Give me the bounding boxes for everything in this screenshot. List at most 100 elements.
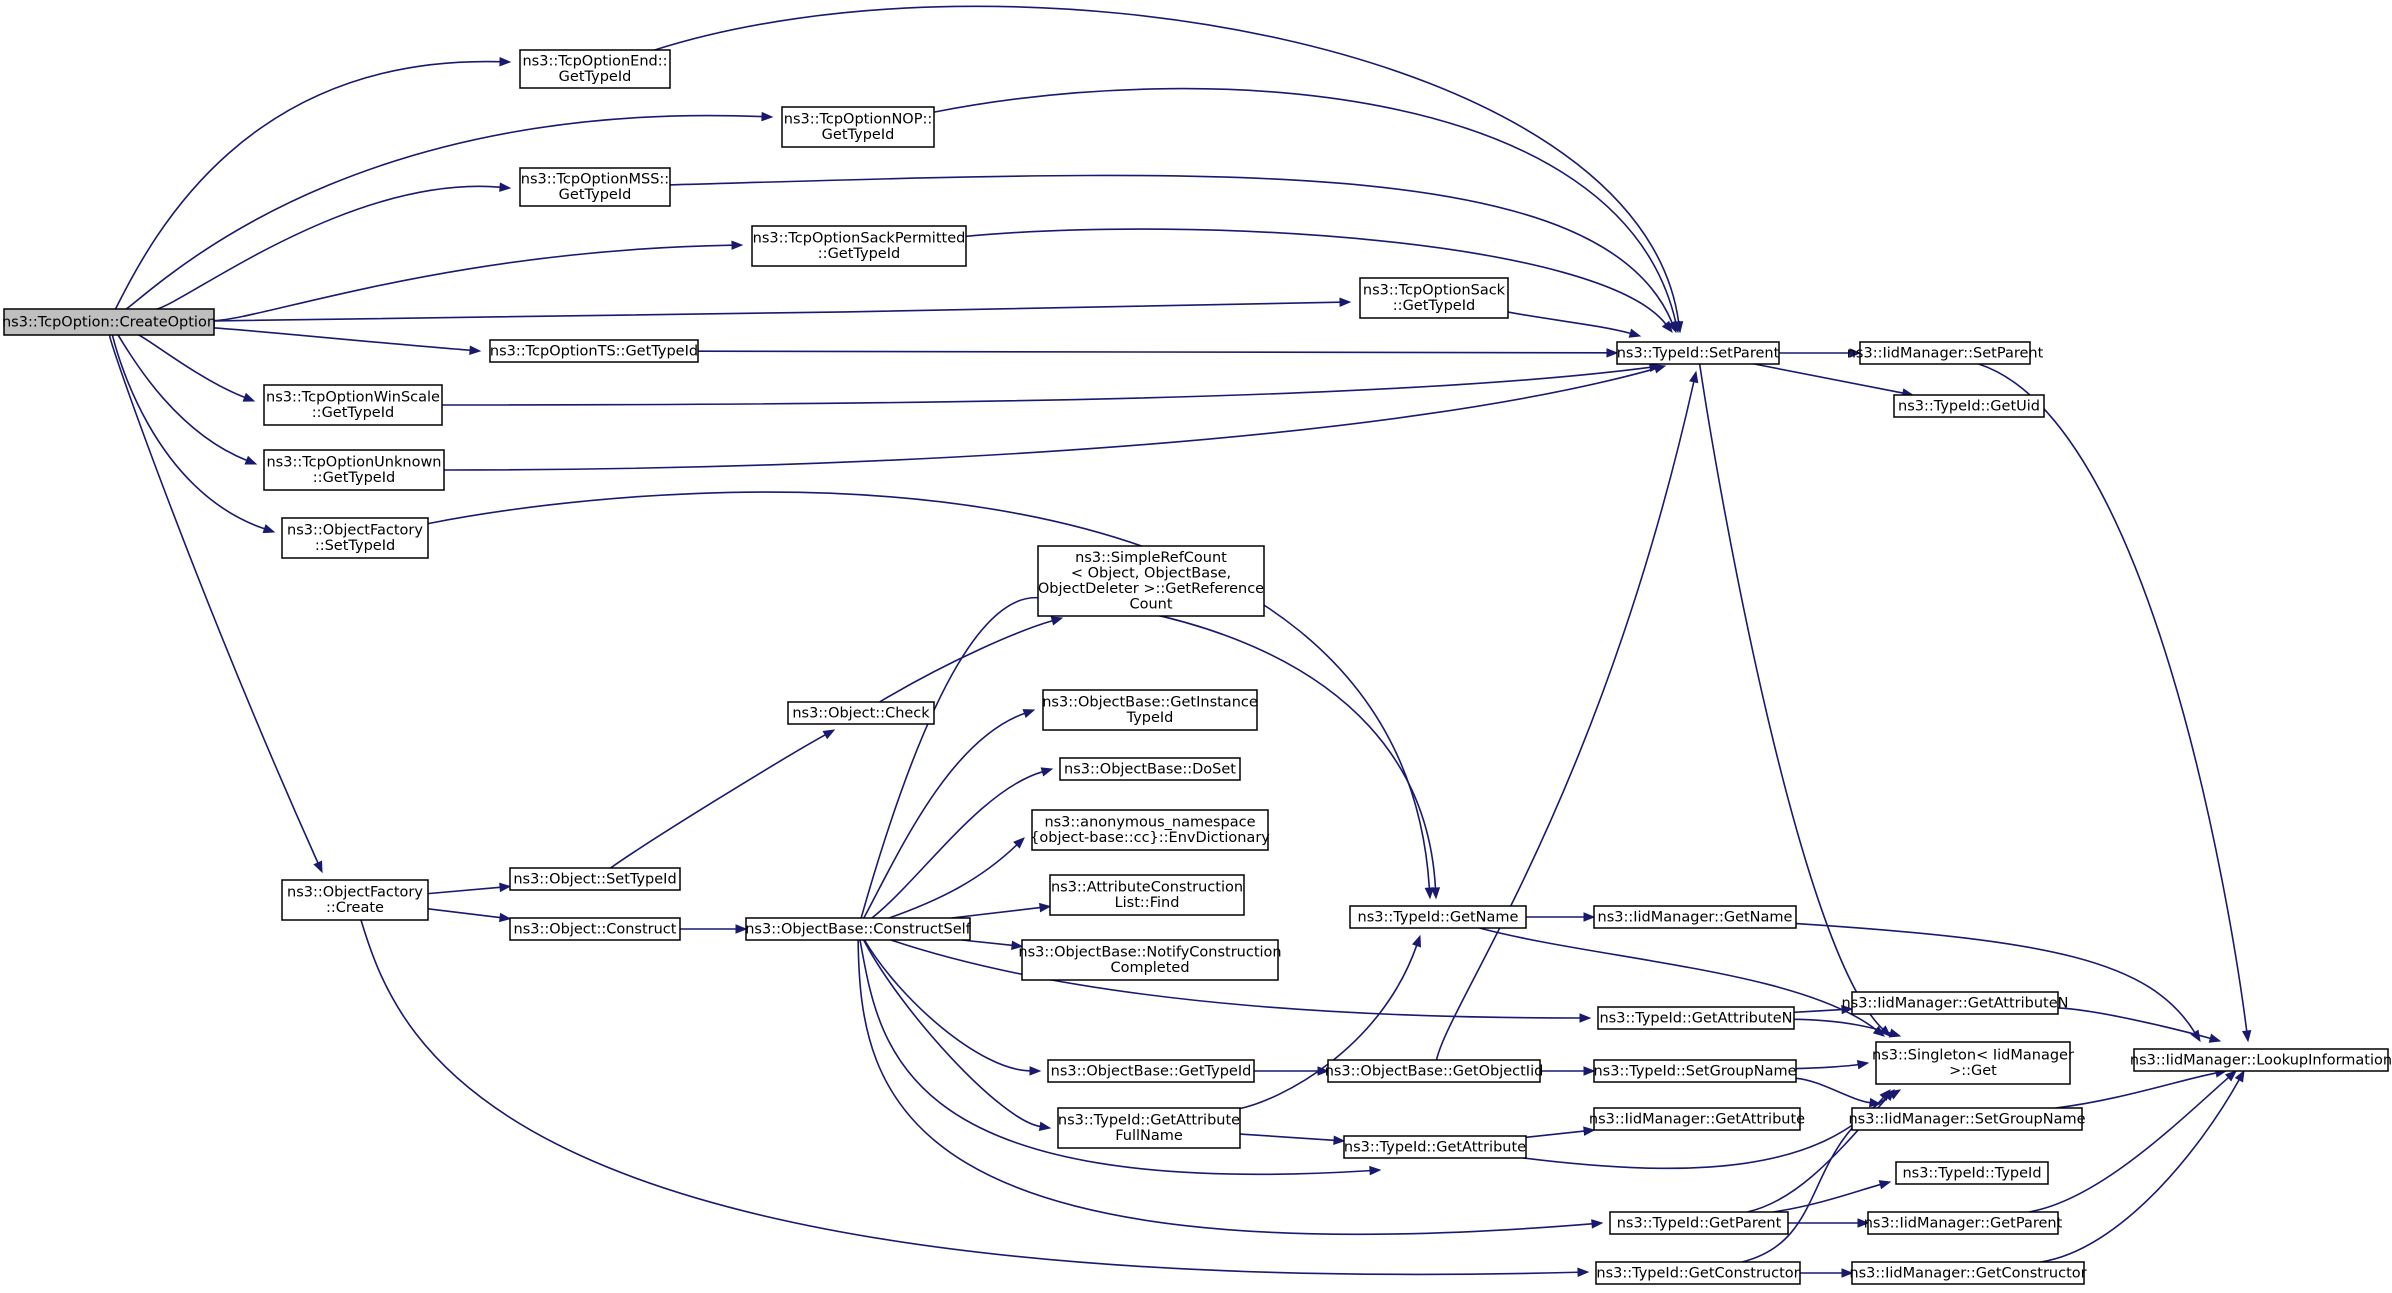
node-label-line: GetTypeId xyxy=(559,69,632,85)
node-box xyxy=(1042,689,1258,731)
node-object-settypeid[interactable]: ns3::Object::SetTypeId xyxy=(509,867,681,891)
arrowhead-icon xyxy=(1667,320,1677,334)
call-edge-create_option-to-of_create xyxy=(108,334,323,874)
node-label-line: ns3::AttributeConstruction xyxy=(1051,880,1243,896)
node-iid-getparent[interactable]: ns3::IidManager::GetParent xyxy=(1864,1211,2063,1235)
node-box xyxy=(3,308,215,336)
node-ts-gettypeid[interactable]: ns3::TcpOptionTS::GetTypeId xyxy=(489,339,699,363)
node-iid-getname[interactable]: ns3::IidManager::GetName xyxy=(1593,905,1797,929)
node-typeid-setparent[interactable]: ns3::TypeId::SetParent xyxy=(1616,341,1780,365)
node-iid-setparent[interactable]: ns3::IidManager::SetParent xyxy=(1847,341,2044,365)
node-label-line: ns3::TcpOptionSackPermitted xyxy=(753,231,966,247)
node-label-line: ns3::Singleton< IidManager xyxy=(1872,1048,2074,1064)
node-label-line: ns3::TypeId::SetGroupName xyxy=(1593,1063,1796,1079)
node-label-line: {object-base::cc}::EnvDictionary xyxy=(1030,830,1270,846)
node-label-line: GetTypeId xyxy=(822,127,895,143)
node-typeid-getname[interactable]: ns3::TypeId::GetName xyxy=(1349,905,1527,929)
node-iid-setgroupname[interactable]: ns3::IidManager::SetGroupName xyxy=(1848,1107,2086,1131)
node-label-line: ns3::TypeId::GetAttributeN xyxy=(1599,1010,1792,1026)
nodes-layer: ns3::TcpOption::CreateOptionns3::TcpOpti… xyxy=(2,49,2392,1285)
node-box xyxy=(1327,1059,1541,1083)
node-ob-getobjectiid[interactable]: ns3::ObjectBase::GetObjectIid xyxy=(1325,1059,1544,1083)
call-edge-typeid_getparent-to-typeid_typeid xyxy=(1772,1180,1892,1213)
node-of-create[interactable]: ns3::ObjectFactory::Create xyxy=(281,879,429,921)
arrowhead-icon xyxy=(1333,1135,1346,1145)
node-label-line: ns3::Object::SetTypeId xyxy=(513,871,676,887)
node-ob-gettypeid[interactable]: ns3::ObjectBase::GetTypeId xyxy=(1047,1059,1255,1083)
call-edge-object_construct-to-ob_constructself xyxy=(680,924,748,934)
node-iid-getattribute[interactable]: ns3::IidManager::GetAttribute xyxy=(1589,1107,1805,1131)
node-label-line: ns3::Object::Construct xyxy=(514,921,677,937)
node-typeid-getparent[interactable]: ns3::TypeId::GetParent xyxy=(1609,1211,1789,1235)
arrowhead-icon xyxy=(1661,320,1673,334)
node-box xyxy=(1047,1059,1255,1083)
node-anon-envdict[interactable]: ns3::anonymous_namespace{object-base::cc… xyxy=(1030,809,1270,851)
node-winscale-gettypeid[interactable]: ns3::TcpOptionWinScale::GetTypeId xyxy=(263,384,443,426)
node-typeid-getuid[interactable]: ns3::TypeId::GetUid xyxy=(1893,394,2045,418)
node-of-settypeid[interactable]: ns3::ObjectFactory::SetTypeId xyxy=(281,517,429,559)
edge-line xyxy=(360,919,1579,1276)
call-edge-ob_constructself-to-acl_find xyxy=(951,902,1052,919)
node-box xyxy=(509,917,681,941)
call-edge-typeid_setparent-to-typeid_getuid xyxy=(1754,363,1915,398)
node-iid-getconstructor[interactable]: ns3::IidManager::GetConstructor xyxy=(1849,1261,2087,1285)
node-label-line: ObjectDeleter >::GetReference xyxy=(1038,581,1264,597)
node-typeid-getattribute[interactable]: ns3::TypeId::GetAttribute xyxy=(1343,1135,1527,1159)
arrowhead-icon xyxy=(2234,1069,2245,1083)
arrowhead-icon xyxy=(1022,709,1036,718)
node-object-construct[interactable]: ns3::Object::Construct xyxy=(509,917,681,941)
node-typeid-setgroupname[interactable]: ns3::TypeId::SetGroupName xyxy=(1593,1059,1797,1083)
node-ob-constructself[interactable]: ns3::ObjectBase::ConstructSelf xyxy=(745,917,972,941)
node-typeid-getattributen[interactable]: ns3::TypeId::GetAttributeN xyxy=(1597,1006,1795,1030)
call-edge-iid_setparent-to-iid_lookup xyxy=(1978,363,2252,1043)
arrowhead-icon xyxy=(1606,348,1619,358)
call-edge-ob_getobjectiid-to-typeid_setparent xyxy=(1435,370,1699,1061)
node-end-gettypeid[interactable]: ns3::TcpOptionEnd::GetTypeId xyxy=(519,49,671,89)
node-label-line: ns3::ObjectBase::GetObjectIid xyxy=(1325,1063,1544,1079)
arrowhead-icon xyxy=(262,524,276,534)
node-label-line: Completed xyxy=(1110,960,1189,976)
arrowhead-icon xyxy=(1856,1060,1870,1070)
edge-line xyxy=(888,844,1018,919)
node-iid-getattributen[interactable]: ns3::IidManager::GetAttributeN xyxy=(1841,991,2069,1015)
arrowhead-icon xyxy=(313,860,323,874)
node-typeid-getconstructor[interactable]: ns3::TypeId::GetConstructor xyxy=(1595,1261,1801,1285)
node-label-line: ns3::TypeId::TypeId xyxy=(1902,1165,2041,1181)
edge-line xyxy=(961,939,1013,947)
node-label-line: ns3::TypeId::GetParent xyxy=(1617,1215,1782,1231)
edge-line xyxy=(213,244,733,322)
call-edge-create_option-to-sackperm_gettypeid xyxy=(213,240,744,322)
call-edge-create_option-to-unknown_gettypeid xyxy=(117,334,258,465)
node-mss-gettypeid[interactable]: ns3::TcpOptionMSS::GetTypeId xyxy=(519,167,671,207)
node-sackperm-gettypeid[interactable]: ns3::TcpOptionSackPermitted::GetTypeId xyxy=(751,225,967,267)
node-iid-lookup[interactable]: ns3::IidManager::LookupInformation xyxy=(2130,1048,2392,1072)
node-nop-gettypeid[interactable]: ns3::TcpOptionNOP::GetTypeId xyxy=(781,106,935,148)
arrowhead-icon xyxy=(1579,1013,1592,1023)
node-label-line: ::GetTypeId xyxy=(818,246,900,262)
node-label-line: ns3::TcpOptionNOP:: xyxy=(784,112,932,128)
node-box xyxy=(1593,1059,1797,1083)
node-label-line: ns3::IidManager::LookupInformation xyxy=(2130,1052,2392,1068)
node-ob-notify[interactable]: ns3::ObjectBase::NotifyConstructionCompl… xyxy=(1018,939,1282,981)
node-typeid-typeid[interactable]: ns3::TypeId::TypeId xyxy=(1895,1161,2049,1185)
node-unknown-gettypeid[interactable]: ns3::TcpOptionUnknown::GetTypeId xyxy=(263,449,445,491)
node-singleton-get[interactable]: ns3::Singleton< IidManager >::Get xyxy=(1872,1041,2074,1085)
node-object-check[interactable]: ns3::Object::Check xyxy=(787,701,935,725)
arrowhead-icon xyxy=(2241,1029,2252,1043)
node-box xyxy=(1037,545,1265,617)
node-box xyxy=(1021,939,1279,981)
edge-line xyxy=(125,114,763,310)
arrowhead-icon xyxy=(1888,1089,1902,1100)
node-sack-gettypeid[interactable]: ns3::TcpOptionSack::GetTypeId xyxy=(1359,277,1509,319)
node-box xyxy=(263,384,443,426)
arrowhead-icon xyxy=(1653,364,1667,374)
node-ob-doset[interactable]: ns3::ObjectBase::DoSet xyxy=(1059,757,1241,781)
node-label-line: ns3::ObjectBase::GetTypeId xyxy=(1051,1063,1252,1079)
arrowhead-icon xyxy=(1689,370,1699,384)
node-simplerefcount[interactable]: ns3::SimpleRefCount< Object, ObjectBase,… xyxy=(1037,545,1265,617)
edge-line xyxy=(2055,1072,2217,1109)
node-create-option[interactable]: ns3::TcpOption::CreateOption xyxy=(2,308,216,336)
